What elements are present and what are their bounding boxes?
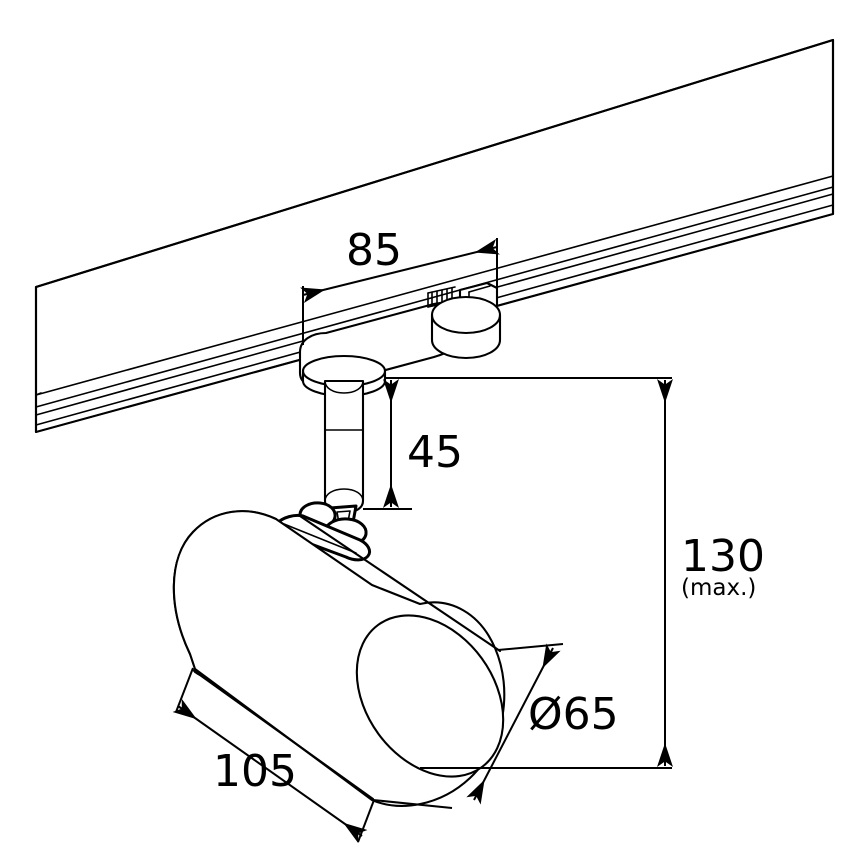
dim-130-note: (max.) bbox=[681, 575, 756, 601]
dim-65-label: Ø65 bbox=[528, 689, 619, 740]
dimension-45: 45 bbox=[363, 377, 672, 510]
dim-85-label: 85 bbox=[346, 225, 402, 276]
dim-130-label: 130 bbox=[681, 531, 765, 582]
dimension-105: 105 bbox=[172, 667, 375, 844]
track-rail-top-edge bbox=[34, 38, 835, 289]
dimension-diameter-65: Ø65 bbox=[372, 643, 619, 809]
dimension-130: 130 (max.) bbox=[420, 379, 765, 769]
knuckle-saddle-seam bbox=[283, 523, 357, 554]
stem bbox=[323, 379, 365, 515]
dimension-85: 85 bbox=[300, 225, 500, 345]
track-adapter-boss bbox=[430, 295, 502, 360]
dim-105-line bbox=[172, 698, 368, 844]
track-rail-left-return-1 bbox=[35, 392, 42, 396]
dim-85-line bbox=[300, 238, 500, 304]
dim-65-ext-lower bbox=[372, 799, 453, 809]
dim-45-label: 45 bbox=[407, 427, 463, 478]
stem-bottom-ellipse bbox=[324, 488, 364, 502]
lamp-body-top-edge bbox=[298, 514, 502, 653]
track-adapter-boss-top-ellipse bbox=[430, 313, 502, 335]
stem-top-ellipse bbox=[324, 380, 364, 394]
dim-105-label: 105 bbox=[213, 746, 297, 797]
dim-65-line bbox=[466, 643, 561, 805]
stem-tube bbox=[323, 379, 365, 515]
